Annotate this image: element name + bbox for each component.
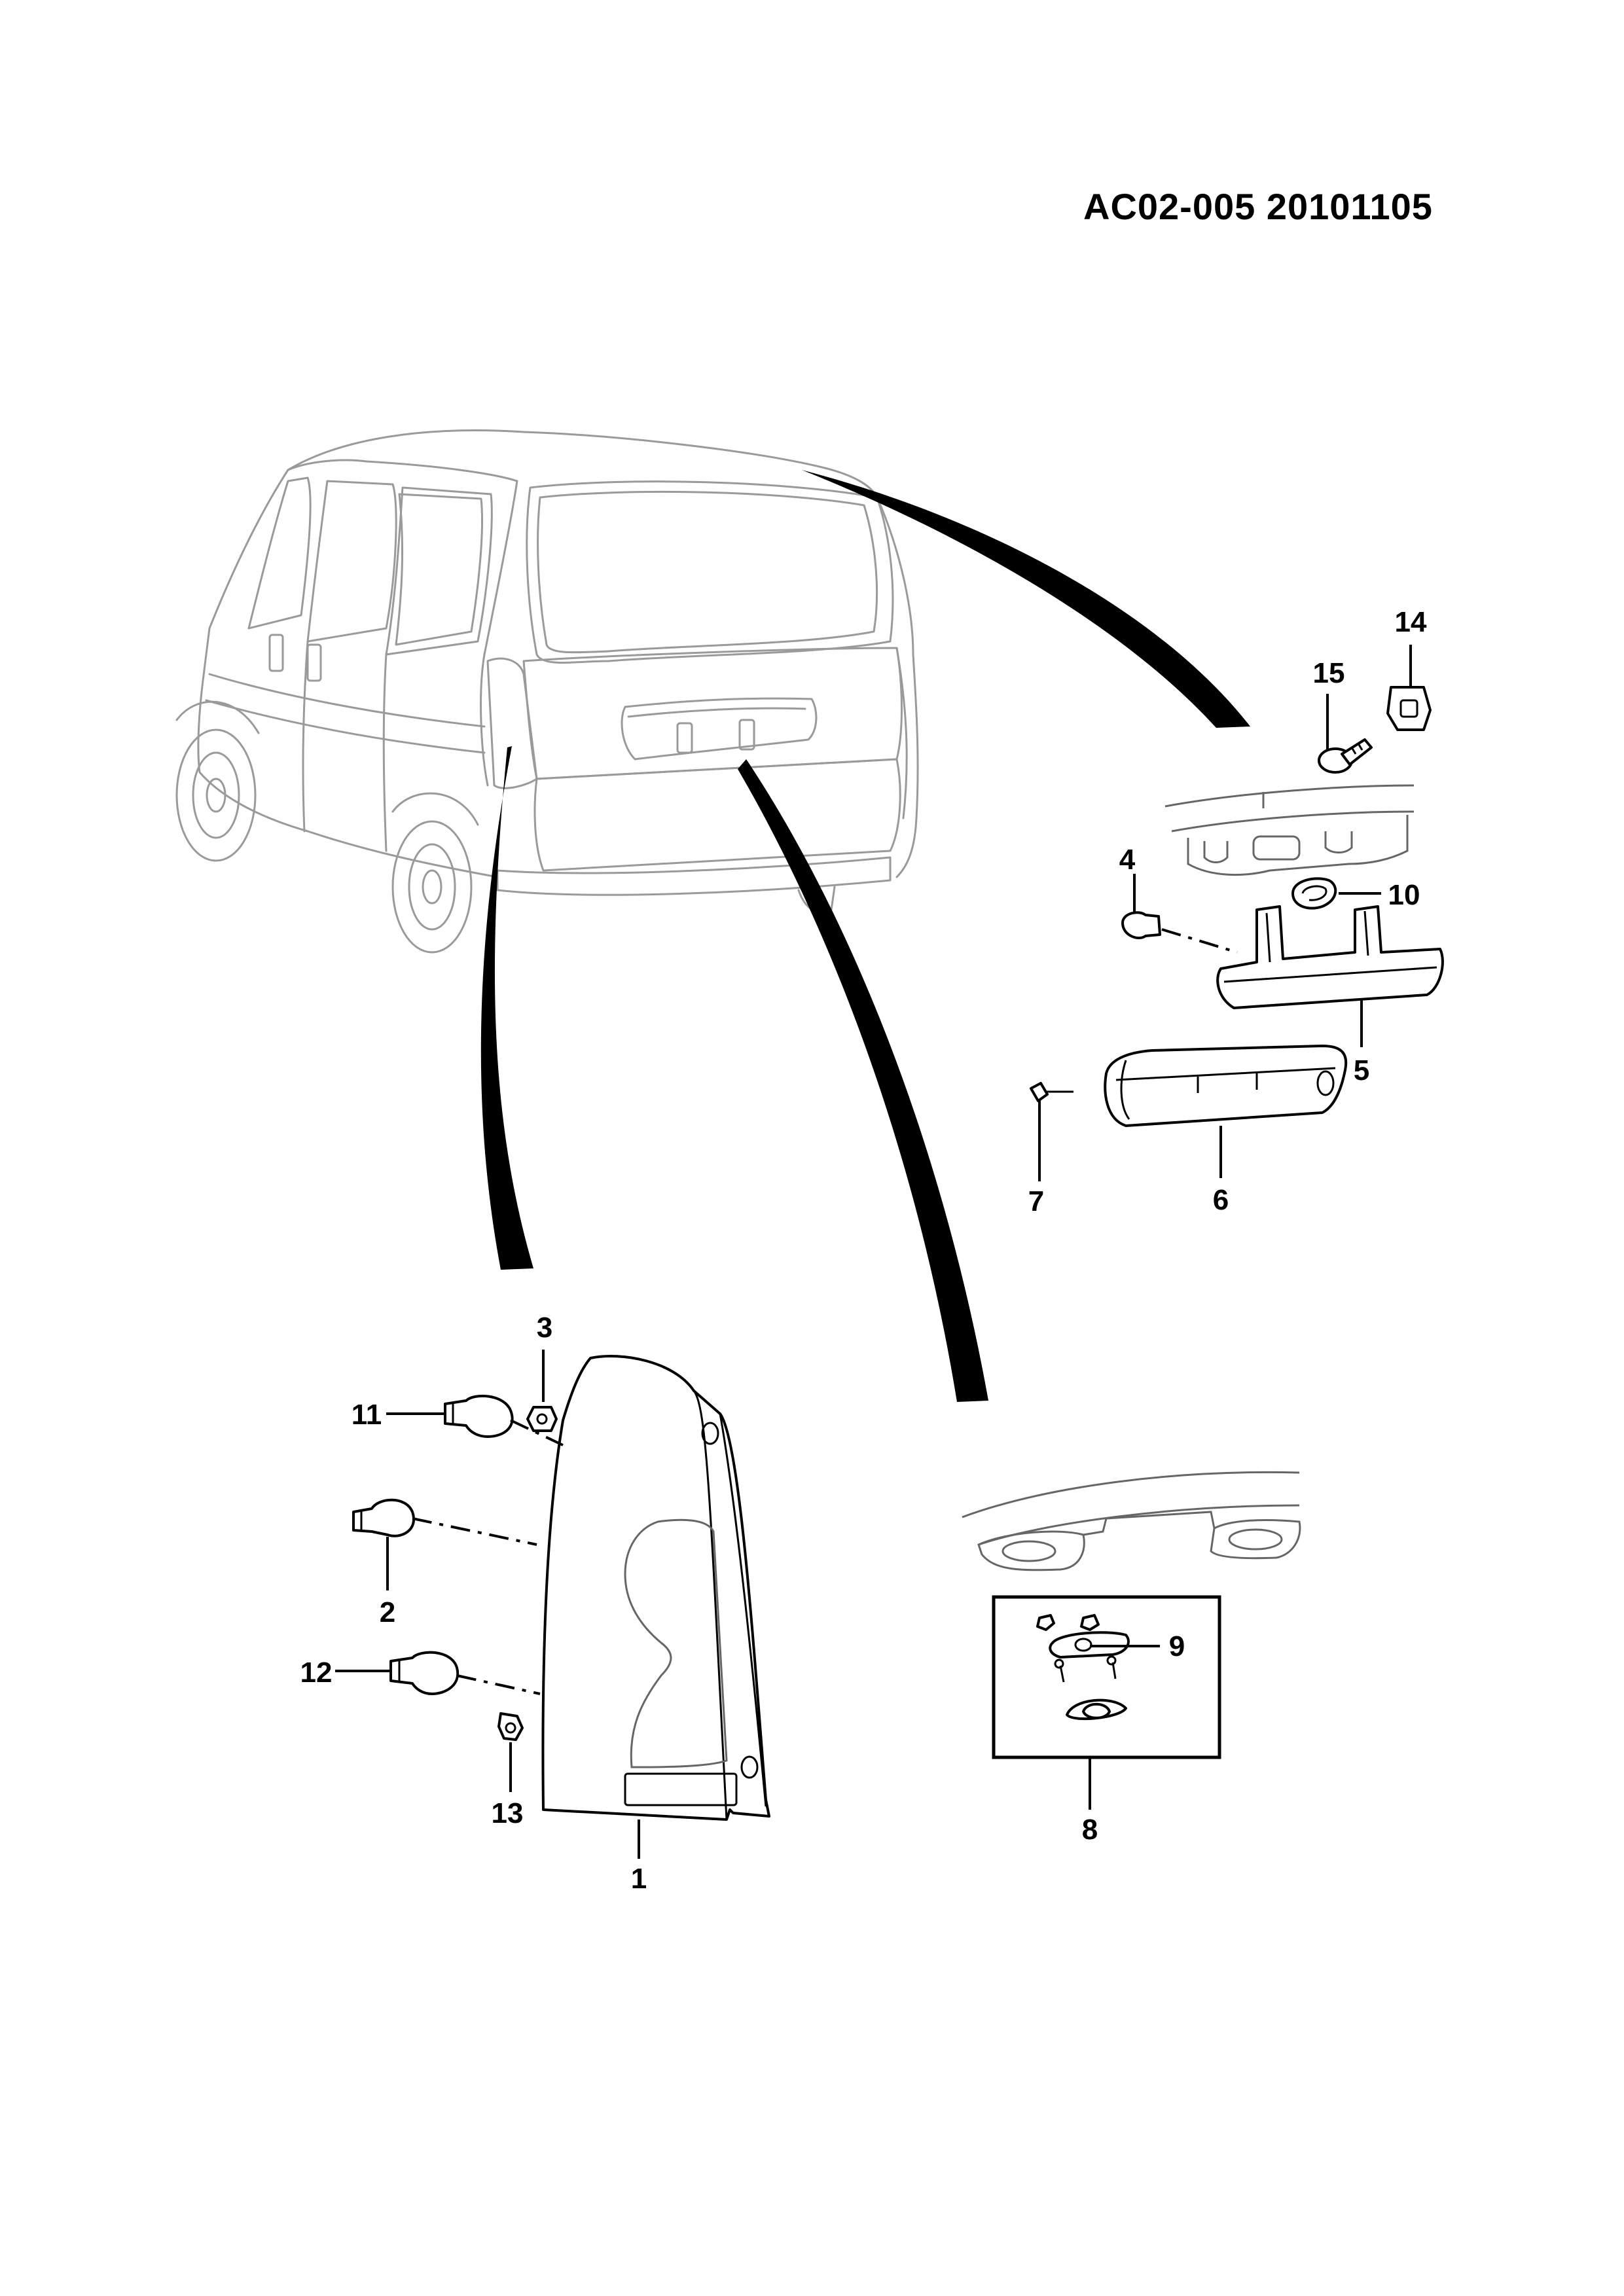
part-10-grommet <box>1291 877 1381 910</box>
part-7-screw <box>1030 1082 1074 1181</box>
part-11-bulb <box>386 1394 564 1446</box>
callout-6: 6 <box>1213 1184 1229 1216</box>
callout-3: 3 <box>537 1312 552 1344</box>
callout-13: 13 <box>492 1797 524 1829</box>
part-1-tail-lamp <box>541 1355 770 1859</box>
callout-2: 2 <box>380 1596 395 1628</box>
van-illustration <box>175 429 919 954</box>
part-12-bulb <box>335 1651 541 1695</box>
part-5-lamp <box>1216 905 1444 1047</box>
callout-11: 11 <box>352 1399 382 1431</box>
callout-9: 9 <box>1169 1630 1185 1662</box>
part-4-bulb <box>1121 874 1238 954</box>
part-14-clip <box>1386 645 1432 731</box>
callout-14: 14 <box>1395 606 1427 638</box>
part-2-bulb <box>352 1498 537 1590</box>
part-15-screw <box>1318 694 1373 774</box>
callout-1: 1 <box>631 1863 647 1895</box>
callout-15: 15 <box>1313 657 1345 689</box>
pointer-arrows <box>480 470 1250 1402</box>
part-6-cover <box>1104 1045 1348 1178</box>
callout-labels: 1 2 3 4 5 6 7 8 9 10 11 12 13 14 15 <box>300 606 1427 1895</box>
callout-7: 7 <box>1028 1185 1044 1217</box>
tailgate-section-lower <box>962 1471 1301 1571</box>
document-code: AC02-005 20101105 <box>1083 186 1433 227</box>
callout-8: 8 <box>1082 1814 1098 1846</box>
part-8-licence-lamp-assembly <box>992 1595 1221 1810</box>
part-3-nut <box>526 1350 558 1432</box>
callout-10: 10 <box>1388 879 1420 911</box>
part-13-nut <box>497 1712 524 1792</box>
tailgate-section-upper <box>1164 784 1415 876</box>
callout-4: 4 <box>1119 844 1136 876</box>
callout-12: 12 <box>300 1657 333 1689</box>
callout-5: 5 <box>1354 1054 1369 1086</box>
